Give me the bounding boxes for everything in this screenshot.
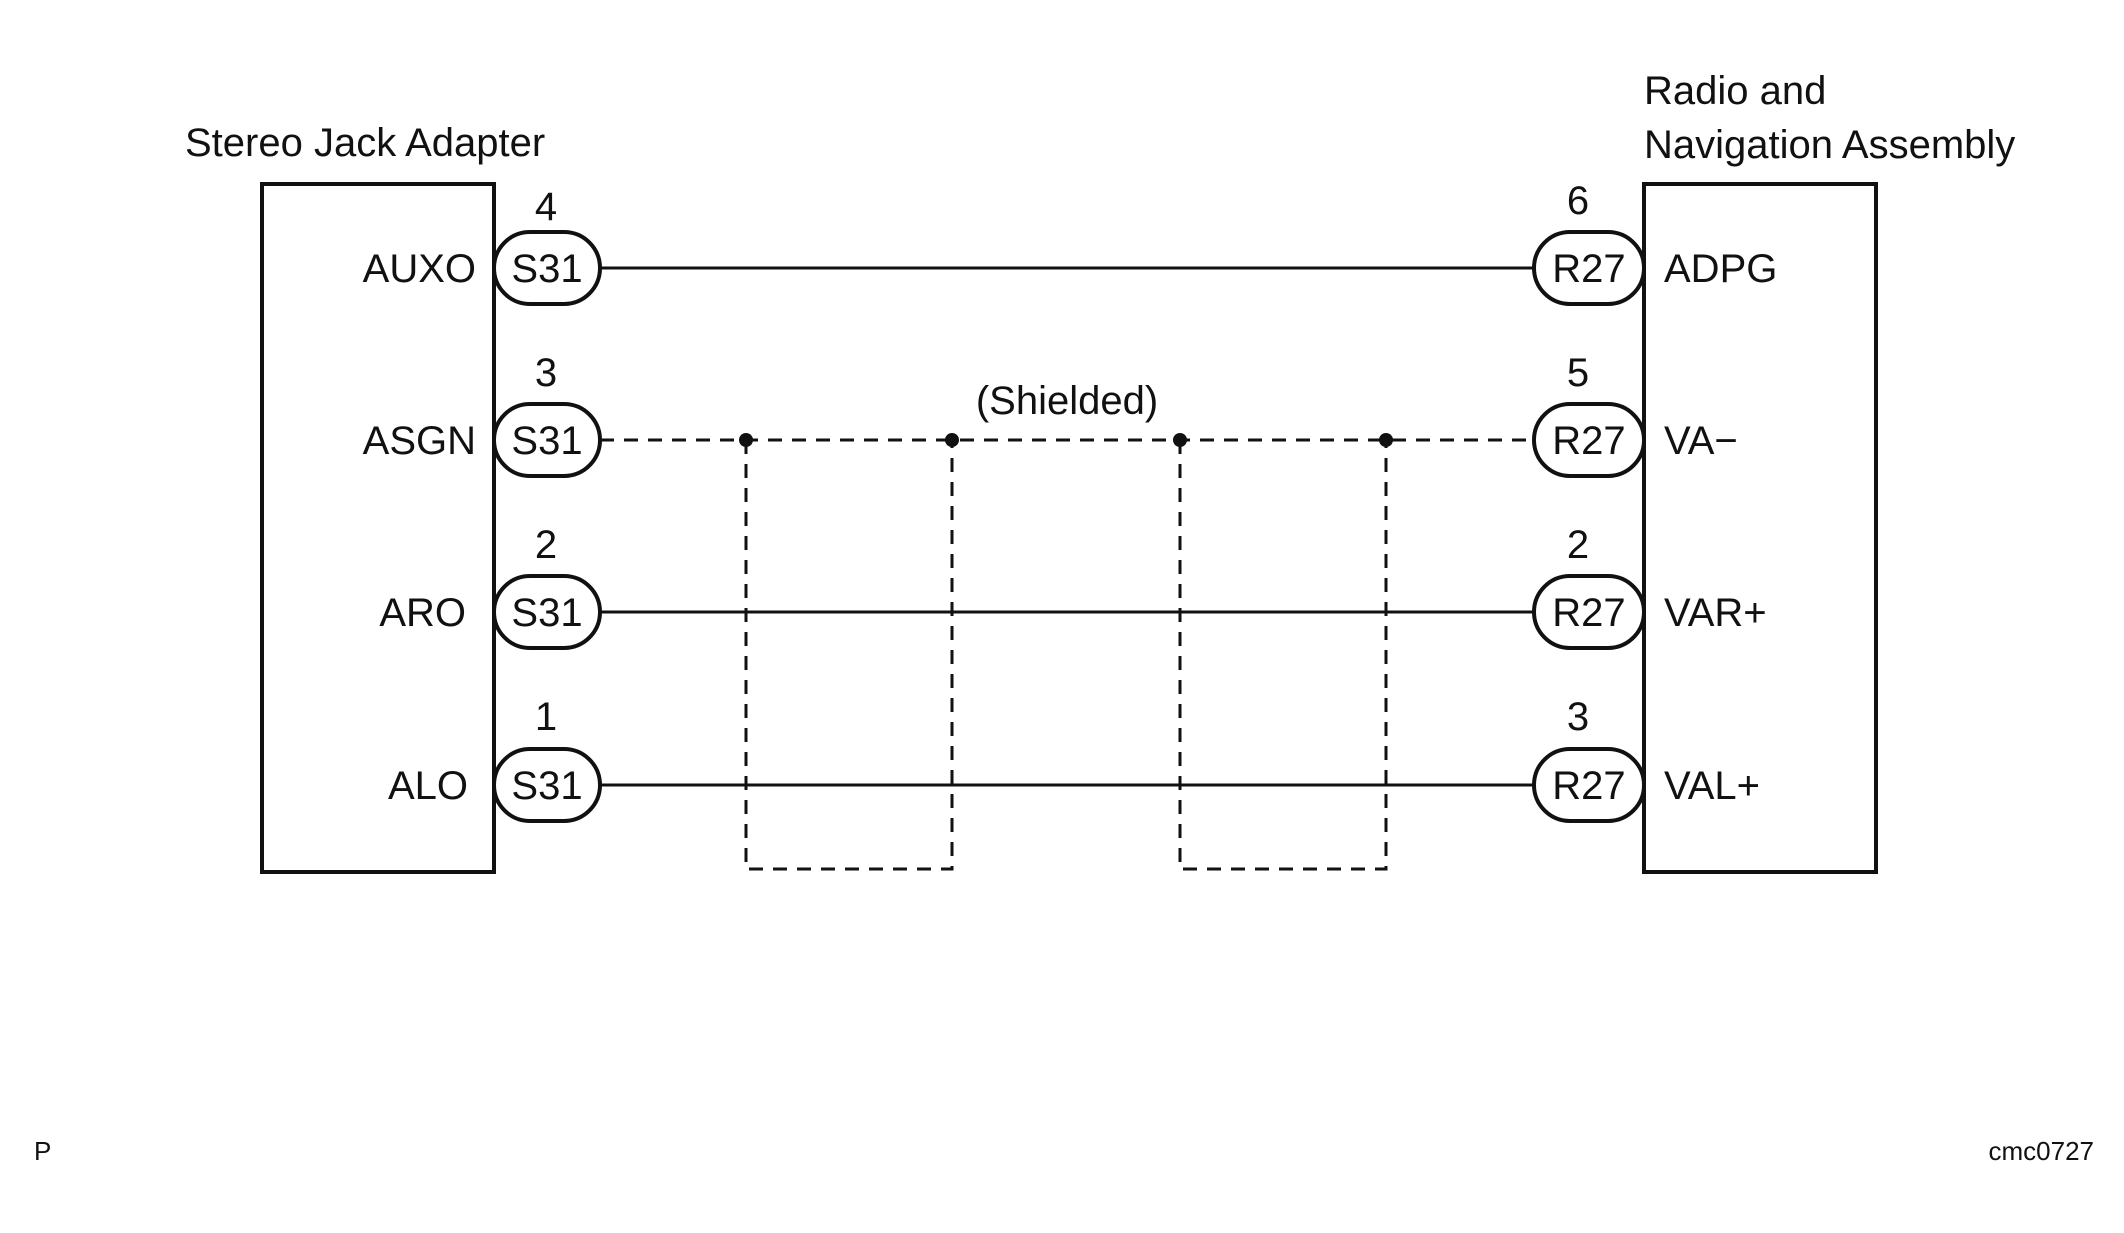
shield-junction-dot — [1379, 433, 1393, 447]
right-component-title-line1: Radio and — [1644, 69, 1826, 113]
left-pin-row: 3 ASGN S31 — [363, 351, 602, 478]
left-pin-row: 2 ARO S31 — [379, 523, 602, 650]
connector-label: S31 — [511, 764, 582, 808]
right-pin-row: 5 R27 VA− — [1532, 351, 1738, 478]
left-pin-number: 4 — [535, 185, 557, 229]
connector-pill — [492, 230, 602, 306]
left-pin-number: 2 — [535, 523, 557, 567]
left-component-title: Stereo Jack Adapter — [185, 121, 545, 165]
connector-label: S31 — [511, 591, 582, 635]
connector-label: R27 — [1552, 764, 1625, 808]
shield-loop-left — [744, 440, 954, 871]
right-pin-signal: VAR+ — [1664, 591, 1767, 635]
figure-code: cmc0727 — [1989, 1136, 2095, 1166]
right-component-title-line2: Navigation Assembly — [1644, 123, 2015, 167]
left-pin-number: 3 — [535, 351, 557, 395]
left-pin-row: 4 AUXO S31 — [363, 185, 602, 306]
connector-pill — [492, 574, 602, 650]
left-pin-row: 1 ALO S31 — [388, 695, 602, 823]
right-pin-signal: VAL+ — [1664, 764, 1760, 808]
shield-junction-dot — [945, 433, 959, 447]
connector-pill — [492, 747, 602, 823]
right-pin-row: 6 R27 ADPG — [1532, 179, 1777, 306]
left-pin-number: 1 — [535, 695, 557, 739]
right-pin-row: 3 R27 VAL+ — [1532, 695, 1760, 823]
shield-junction-dot — [1173, 433, 1187, 447]
shielded-label: (Shielded) — [976, 379, 1158, 423]
right-pin-number: 6 — [1567, 179, 1589, 223]
connector-pill — [1532, 747, 1646, 823]
right-pin-number: 3 — [1567, 695, 1589, 739]
shield-loop-right — [1178, 440, 1388, 871]
left-pin-signal: ALO — [388, 764, 468, 808]
corner-marker-left: P — [34, 1136, 51, 1166]
left-pin-signal: ASGN — [363, 419, 476, 463]
right-pin-number: 5 — [1567, 351, 1589, 395]
stereo-jack-adapter-box — [260, 182, 496, 874]
connector-pill — [1532, 574, 1646, 650]
left-pin-signal: ARO — [379, 591, 466, 635]
radio-navigation-box — [1642, 182, 1878, 874]
left-pin-signal: AUXO — [363, 247, 476, 291]
connector-pill — [1532, 402, 1646, 478]
right-pin-number: 2 — [1567, 523, 1589, 567]
connector-pill — [492, 402, 602, 478]
connector-label: R27 — [1552, 591, 1625, 635]
connector-label: S31 — [511, 247, 582, 291]
connector-label: R27 — [1552, 419, 1625, 463]
right-pin-signal: VA− — [1664, 419, 1738, 463]
connector-pill — [1532, 230, 1646, 306]
shield-junction-dot — [739, 433, 753, 447]
right-pin-signal: ADPG — [1664, 247, 1777, 291]
right-pin-row: 2 R27 VAR+ — [1532, 523, 1767, 650]
connector-label: S31 — [511, 419, 582, 463]
connector-label: R27 — [1552, 247, 1625, 291]
